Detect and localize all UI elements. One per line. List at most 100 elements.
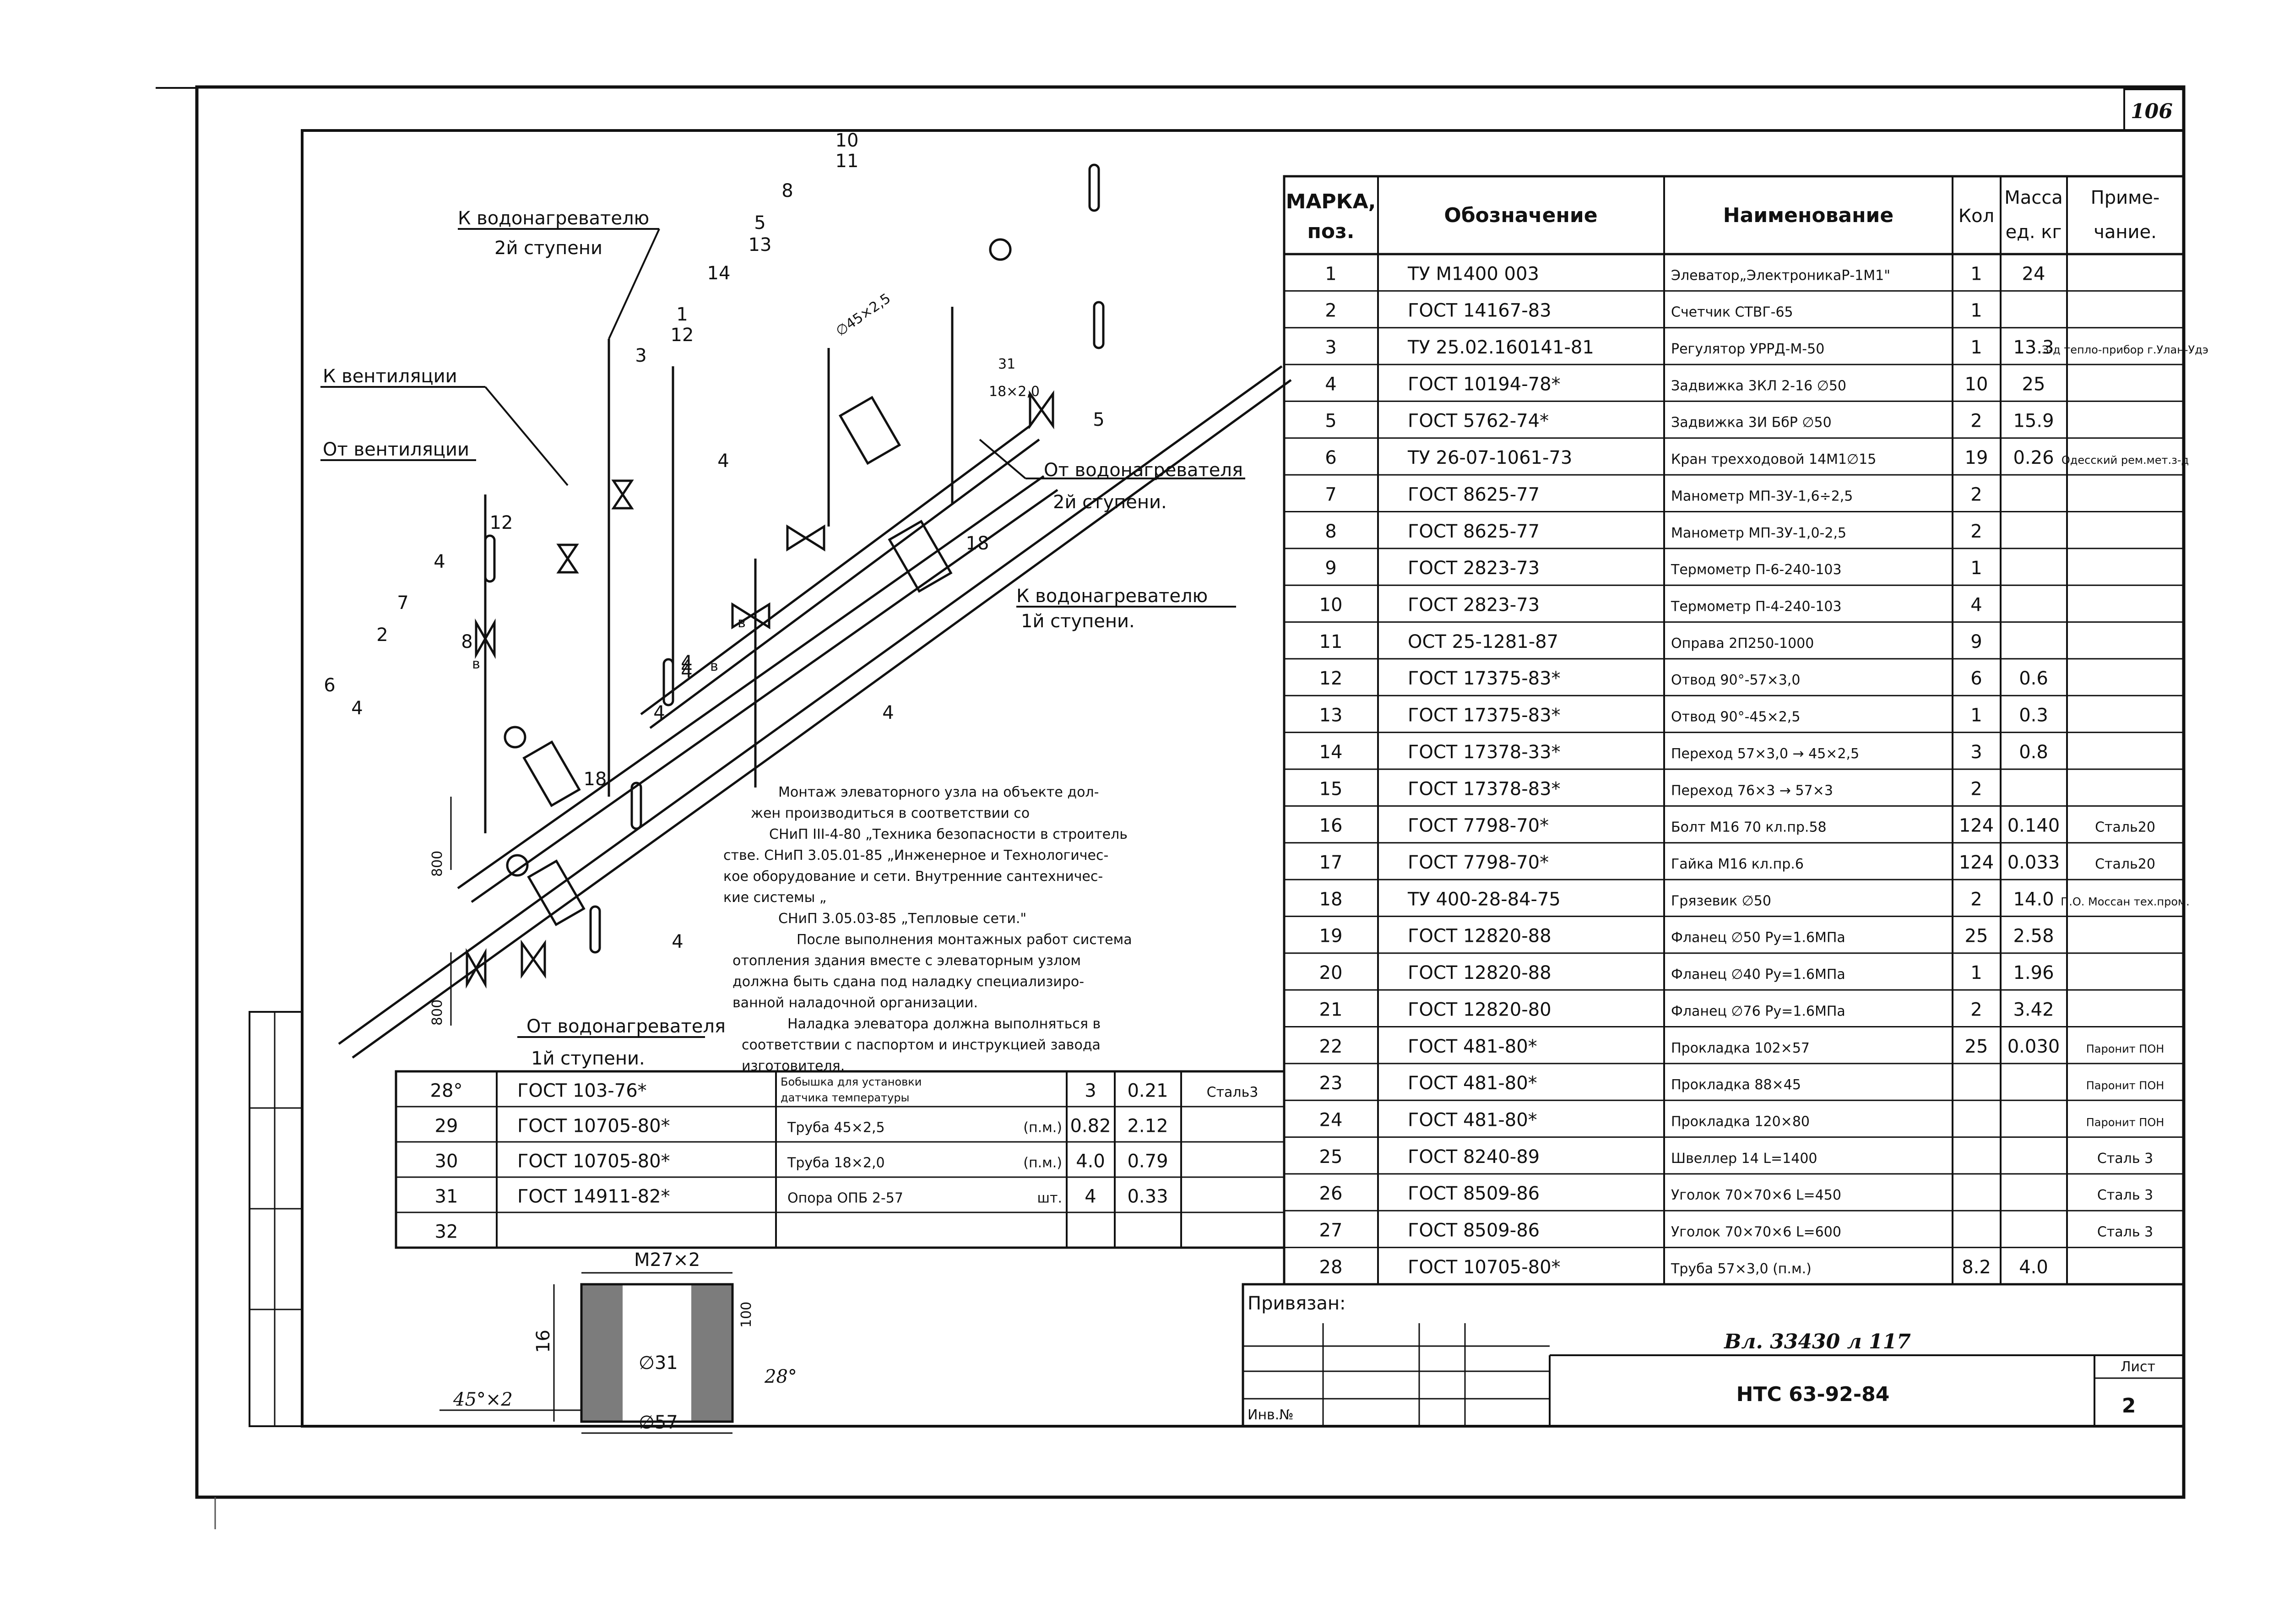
bottom-row-mass: 0.21: [1127, 1080, 1168, 1101]
bottom-row-pos: 31: [435, 1186, 458, 1207]
label-from-heater-2-stage: 2й ступени.: [1053, 492, 1167, 513]
spec-row-mass: 14.0: [2013, 889, 2054, 910]
spec-row-designation: ГОСТ 17378-83*: [1408, 778, 1561, 799]
spec-row-designation: ГОСТ 10194-78*: [1408, 374, 1561, 395]
note-line: отопления здания вместе с элеваторным уз…: [732, 953, 1081, 969]
spec-row-qty: 25: [1965, 1036, 1988, 1057]
spec-row-pos: 16: [1319, 815, 1343, 836]
note-line: Монтаж элеваторного узла на объекте дол-: [778, 784, 1099, 800]
spec-row-designation: ГОСТ 7798-70*: [1408, 852, 1549, 873]
spec-row-mass: 0.8: [2019, 742, 2048, 763]
header-qty: Кол: [1958, 206, 1994, 227]
spec-row-name: Элеватор„ЭлектроникаР-1М1": [1671, 267, 1890, 283]
callout-number: 4: [653, 702, 665, 723]
callout-number: 13: [749, 234, 772, 255]
spec-row-note: Сталь20: [2095, 856, 2155, 872]
label-to-heater-2-stage: 2й ступени: [494, 238, 602, 259]
installation-notes: Монтаж элеваторного узла на объекте дол-…: [723, 784, 1132, 1074]
spec-row-name: Термометр П-6-240-103: [1671, 562, 1842, 578]
spec-row-note: З-д тепло-прибор г.Улан-Удэ: [2042, 343, 2208, 356]
label-pipe-45: ∅45×2,5: [833, 290, 894, 339]
spec-row-name: Переход 57×3,0 → 45×2,5: [1671, 746, 1859, 762]
spec-row-designation: ГОСТ 5762-74*: [1408, 411, 1549, 432]
spec-row-designation: ГОСТ 17375-83*: [1408, 668, 1561, 689]
header-mass-unit: ед. кг: [2006, 222, 2062, 243]
spec-row-name: Манометр МП-3У-1,6÷2,5: [1671, 488, 1853, 504]
spec-row-note: Сталь20: [2095, 820, 2155, 836]
callout-number: 12: [490, 512, 513, 533]
spec-row-mass: 1.96: [2013, 962, 2054, 983]
spec-row-pos: 12: [1319, 668, 1343, 689]
callout-number: 14: [707, 263, 731, 284]
spec-row-qty: 1: [1970, 337, 1982, 358]
bottom-row-unit: (п.м.): [1023, 1155, 1062, 1171]
callout-number: 18: [966, 533, 989, 554]
spec-row-designation: ГОСТ 12820-80: [1408, 999, 1552, 1020]
header-mark: МАРКА,: [1286, 190, 1376, 213]
bottom-row-mass: 0.79: [1127, 1151, 1168, 1172]
spec-row-qty: 2: [1970, 411, 1982, 432]
spec-row-note: П.О. Моссан тех.пром.: [2061, 895, 2190, 908]
spec-row-mass: 0.033: [2007, 852, 2060, 873]
spec-row-name: Прокладка 120×80: [1671, 1113, 1810, 1130]
spec-row-pos: 28: [1319, 1257, 1343, 1278]
spec-row-pos: 7: [1325, 484, 1336, 505]
callout-number: 3: [635, 345, 646, 366]
bottom-row-qty: 4: [1085, 1186, 1096, 1207]
spec-row-note: Сталь 3: [2097, 1224, 2153, 1240]
spec-row-name: Фланец ∅76 Ру=1.6МПа: [1671, 1003, 1845, 1019]
bottom-table: 28°ГОСТ 103-76*Бобышка для установкидатч…: [395, 1070, 1286, 1249]
spec-row-mass: 13.3: [2013, 337, 2054, 358]
spec-row-pos: 23: [1319, 1073, 1343, 1094]
spec-row-pos: 9: [1325, 558, 1336, 579]
spec-row-qty: 9: [1970, 631, 1982, 652]
spec-row-qty: 2: [1970, 484, 1982, 505]
spec-row-mass: 25: [2022, 374, 2045, 395]
label-to-heater-2: К водонагревателю: [458, 208, 649, 229]
sheet-number: 2: [2122, 1394, 2136, 1418]
spec-row-qty: 4: [1970, 594, 1982, 615]
dim-800-a: 800: [429, 851, 445, 877]
spec-row-designation: ГОСТ 8509-86: [1408, 1183, 1540, 1204]
spec-row-mass: 4.0: [2019, 1257, 2048, 1278]
spec-row-mass: 0.140: [2007, 815, 2060, 836]
spec-row-qty: 3: [1970, 742, 1982, 763]
label-to-heater-1: К водонагревателю: [1016, 586, 1208, 607]
spec-row-mass: 2.58: [2013, 926, 2054, 947]
spec-row-name: Отвод 90°-45×2,5: [1671, 709, 1800, 725]
spec-row-mass: 0.030: [2007, 1036, 2060, 1057]
spec-row-note: Паронит ПОН: [2086, 1079, 2165, 1092]
spec-row-mass: 15.9: [2013, 411, 2054, 432]
note-line: стве. СНиП 3.05.01-85 „Инженерное и Техн…: [723, 847, 1108, 864]
spec-row-qty: 6: [1970, 668, 1982, 689]
dim-800-b: 800: [429, 999, 445, 1026]
spec-table: МАРКА, поз. Обозначение Наименование Кол…: [1283, 175, 2208, 1286]
spec-row-pos: 4: [1325, 374, 1336, 395]
bottom-row-qty: 4.0: [1076, 1151, 1105, 1172]
callout-number: 5: [1093, 409, 1104, 430]
spec-row-pos: 20: [1319, 962, 1343, 983]
detail-thread: М27×2: [634, 1249, 700, 1271]
note-line: кое оборудование и сети. Внутренние сант…: [723, 869, 1103, 885]
bottom-row-designation: ГОСТ 10705-80*: [517, 1151, 670, 1172]
callout-number: 8: [461, 631, 472, 652]
callout-number: 4: [681, 661, 692, 682]
callout-number: 18: [584, 769, 607, 790]
label-pipe-18: 18×2,0: [989, 384, 1040, 400]
callout-number: 11: [835, 151, 859, 172]
note-line: ванной наладочной организации.: [732, 995, 978, 1011]
spec-row-name: Труба 57×3,0 (п.м.): [1671, 1261, 1812, 1277]
spec-row-pos: 18: [1319, 889, 1343, 910]
callout-number: 4: [351, 698, 363, 719]
boss-detail: М27×2 16 ∅31 ∅57 45°×2 28° 100: [439, 1249, 797, 1434]
note-line: СНиП III-4-80 „Техника безопасности в ст…: [769, 826, 1128, 842]
spec-row-pos: 5: [1325, 411, 1336, 432]
spec-row-designation: ГОСТ 2823-73: [1408, 558, 1540, 579]
note-line: кие системы „: [723, 890, 826, 906]
bottom-row-unit: шт.: [1037, 1190, 1062, 1206]
spec-row-designation: ГОСТ 12820-88: [1408, 962, 1552, 983]
label-to-heater-1-stage: 1й ступени.: [1021, 611, 1135, 632]
bottom-row-designation: ГОСТ 14911-82*: [517, 1186, 670, 1207]
bottom-row-name: Труба 45×2,5: [787, 1119, 885, 1135]
spec-row-qty: 1: [1970, 263, 1982, 284]
